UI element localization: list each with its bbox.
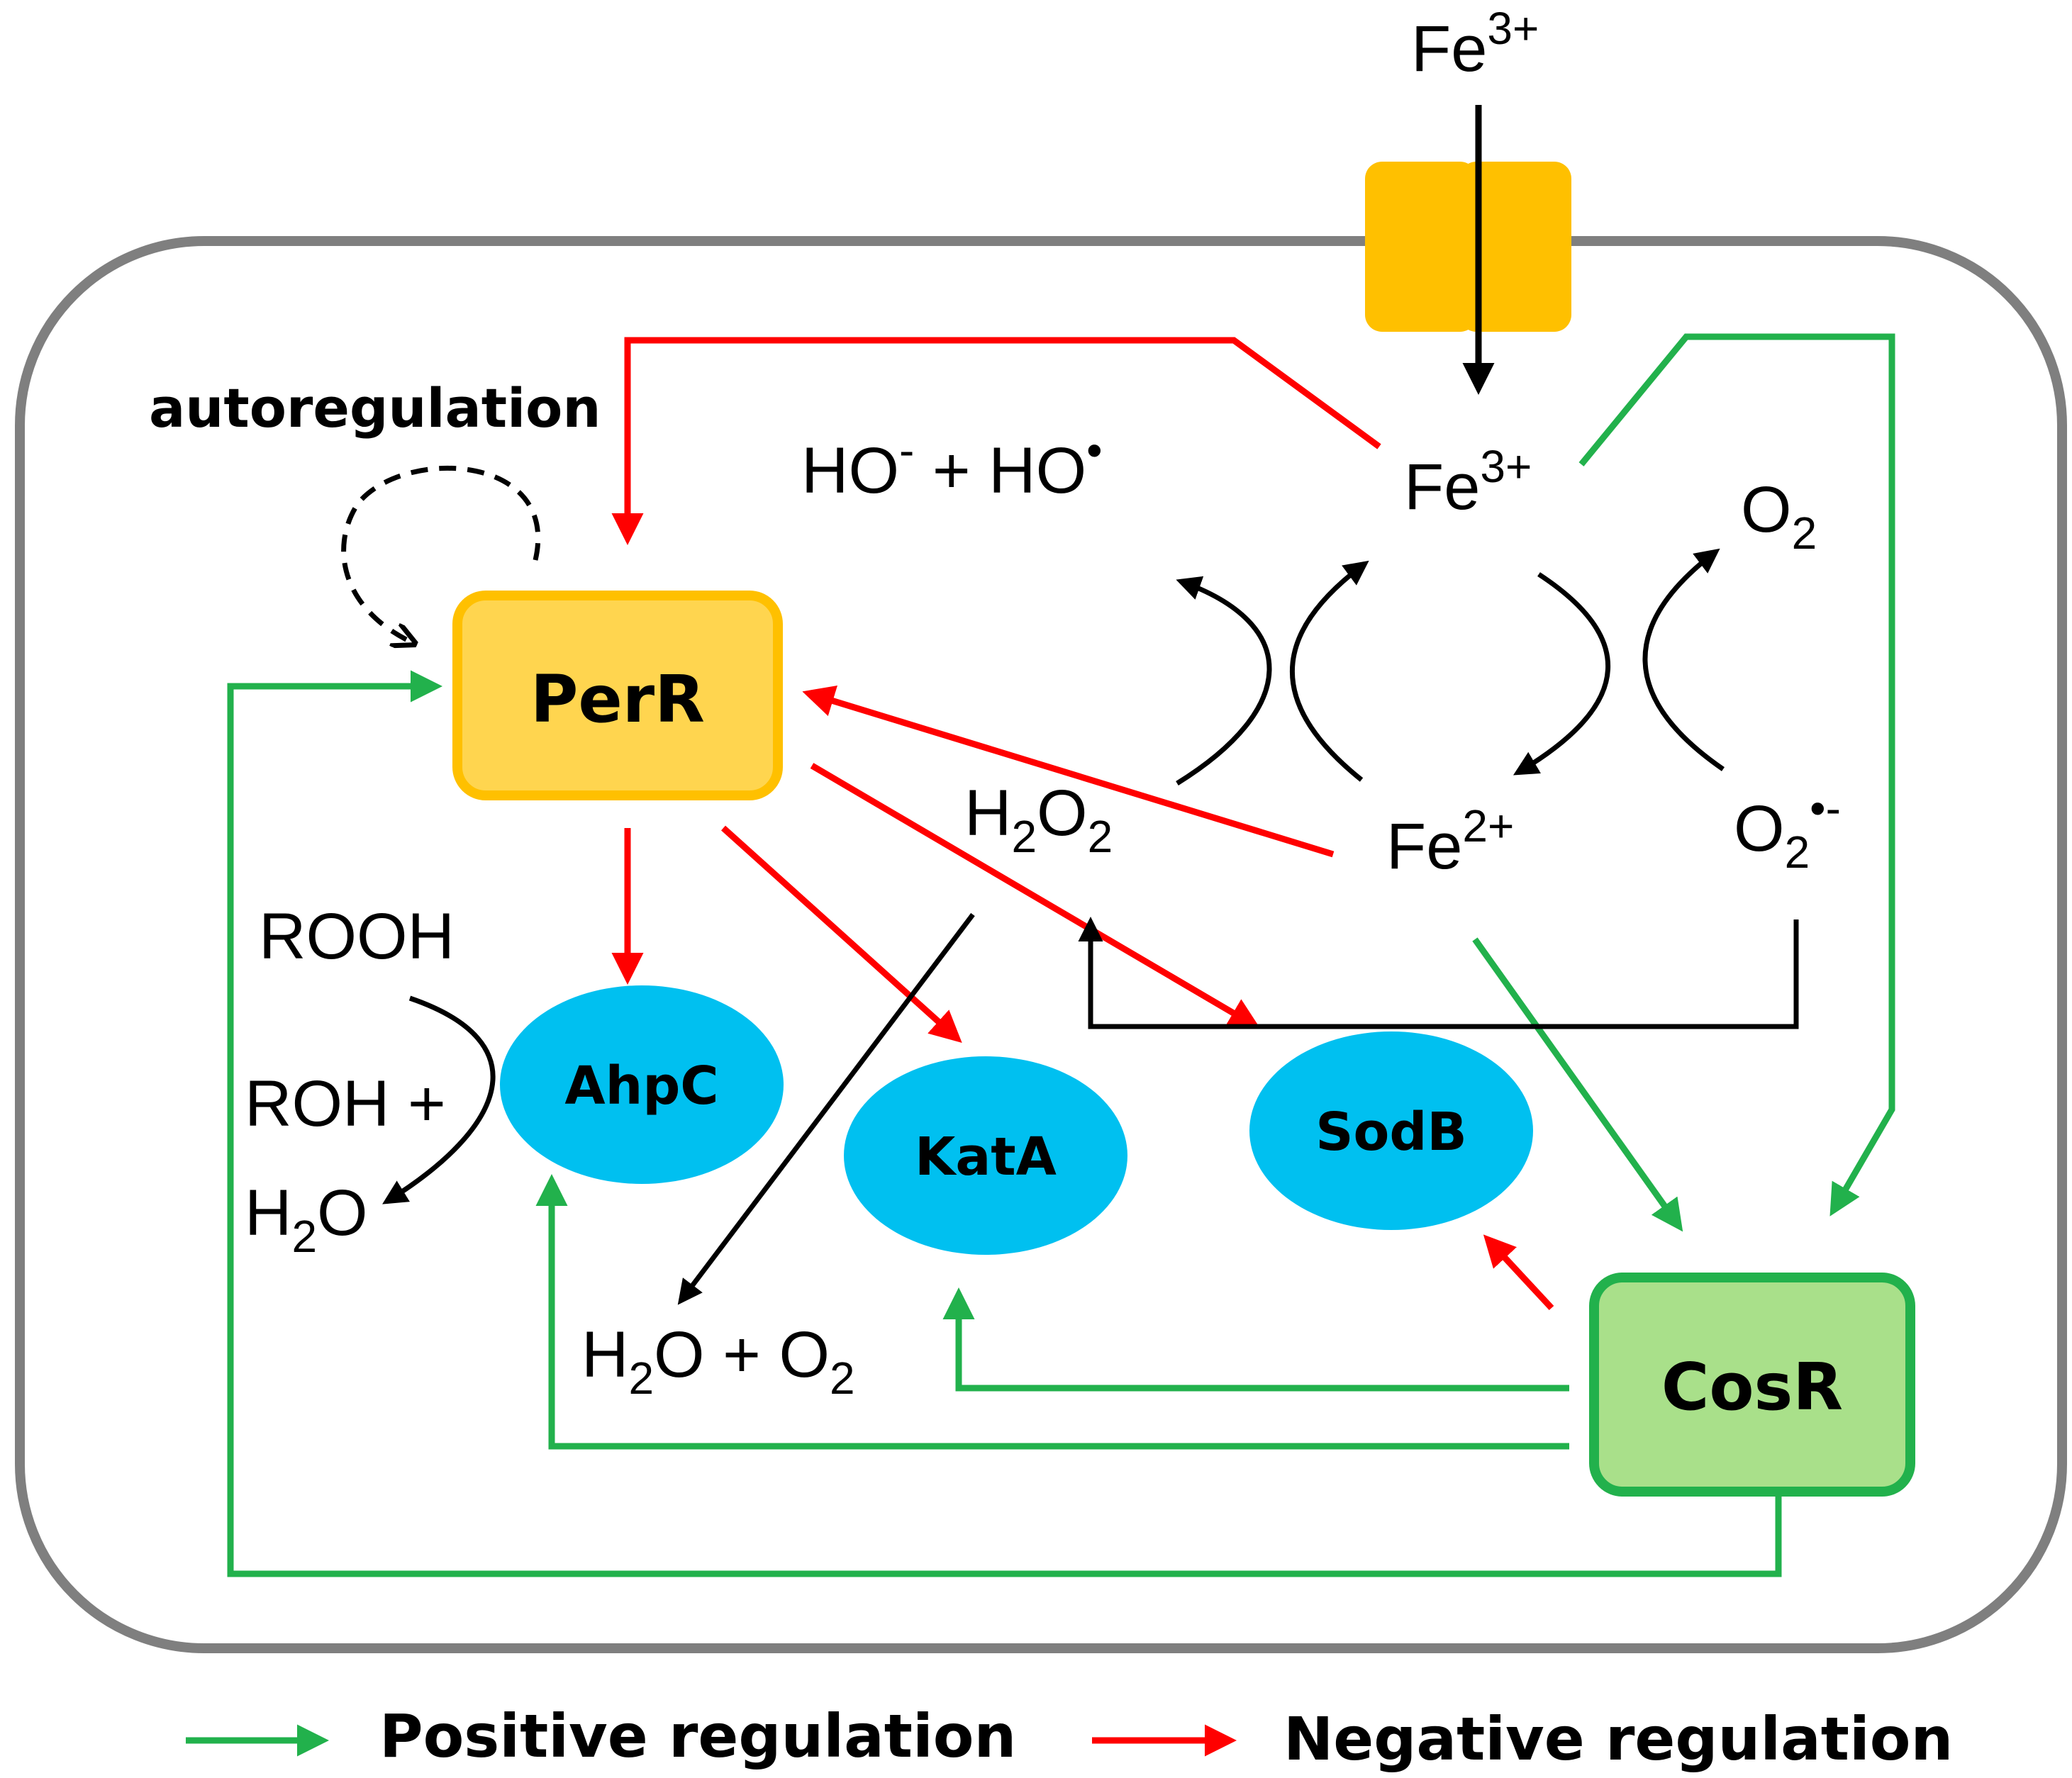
perr-label: PerR	[530, 661, 705, 737]
rooh-label: ROOH	[259, 900, 455, 973]
fe2-represses-perr-arrow	[802, 686, 1335, 858]
ahpc-label: AhpC	[564, 1056, 718, 1117]
cosr-activates-kata-arrow	[942, 1287, 1569, 1392]
superoxide-label: O2•-	[1734, 783, 1841, 878]
legend-positive-label: Positive regulation	[379, 1701, 1016, 1771]
perr-represses-sodb-arrow	[810, 763, 1261, 1029]
o2-label: O2	[1741, 474, 1817, 559]
h2o2-label: H2O2	[964, 777, 1113, 862]
fe3-activates-cosr-arrow	[1578, 333, 1895, 1217]
fe2-activates-cosr-arrow	[1472, 937, 1683, 1232]
legend-negative-label: Negative regulation	[1283, 1704, 1953, 1774]
hydroxyl-label: HO- + HO•	[801, 425, 1103, 507]
cell-membrane	[15, 236, 2067, 1653]
superoxide-dismutation-arrow	[1078, 917, 1799, 1029]
kata-ellipse	[844, 1056, 1127, 1255]
cosr-box	[1589, 1273, 1915, 1497]
sodb-label: SodB	[1315, 1102, 1467, 1163]
cosr-activates-perr-arrow	[227, 670, 1782, 1577]
perr-represses-kata-arrow	[720, 825, 962, 1044]
cosr-represses-sodb-arrow	[1483, 1234, 1554, 1311]
h2o2-to-hydroxyl-arrow	[1176, 576, 1272, 785]
cosr-label: CosR	[1661, 1349, 1843, 1425]
fe3-to-fe2-arrow	[1513, 572, 1610, 776]
fe3-outside-label: Fe3+	[1411, 3, 1539, 85]
sodb-ellipse	[1249, 1031, 1533, 1230]
iron-channel	[1365, 162, 1571, 332]
fe2-to-fe3-arrow	[1289, 560, 1369, 782]
h2o-label: H2O	[245, 1177, 368, 1262]
h2o2-decomposition-arrow	[677, 912, 975, 1305]
cosr-activates-ahpc-arrow	[535, 1174, 1569, 1450]
autoregulation-loop-arrow	[341, 465, 541, 644]
h2o-o2-label: H2O + O2	[581, 1319, 855, 1404]
superoxide-to-o2-arrow	[1642, 548, 1725, 771]
fe3-represses-perr-arrow	[611, 337, 1381, 545]
fe2-label: Fe2+	[1386, 800, 1514, 883]
ahpc-ellipse	[500, 985, 784, 1184]
fe3-inside-label: Fe3+	[1404, 441, 1532, 523]
autoregulation-label: autoregulation	[149, 376, 601, 440]
roh-label: ROH +	[245, 1068, 446, 1140]
rooh-reduction-arrow	[382, 995, 496, 1204]
kata-label: KatA	[915, 1126, 1057, 1187]
perr-box	[452, 591, 783, 800]
